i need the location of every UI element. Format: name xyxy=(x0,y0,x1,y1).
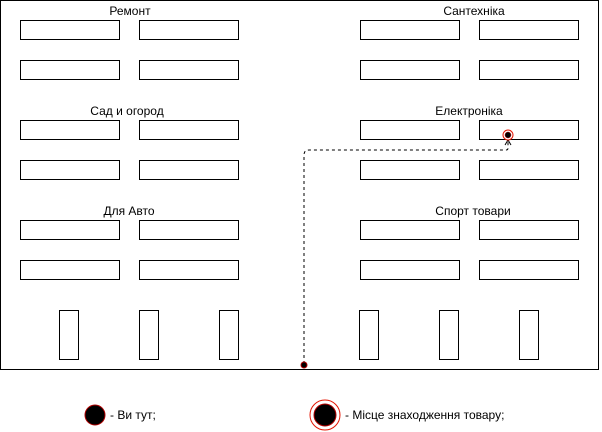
checkout-counters xyxy=(59,310,539,360)
section-label-remont: Ремонт xyxy=(109,4,151,18)
shelf xyxy=(20,60,120,80)
legend-you-are-here-icon xyxy=(84,404,106,426)
section-label-sad-ogorod: Сад и огород xyxy=(90,104,163,118)
shelf xyxy=(479,220,579,240)
section-label-dlya-avto: Для Авто xyxy=(103,204,154,218)
shelf xyxy=(20,120,120,140)
checkout-counter xyxy=(219,310,239,360)
legend: - Ви тут; - Місце знаходження товару; xyxy=(84,399,504,431)
shelf-group-dlya-avto xyxy=(20,220,239,280)
section-label-santekhnika: Сантехніка xyxy=(443,4,505,18)
shelf-group-sport-tovary xyxy=(360,220,579,280)
legend-product-location-text: - Місце знаходження товару; xyxy=(345,408,504,422)
shelf xyxy=(20,220,120,240)
shelf xyxy=(139,20,239,40)
shelf xyxy=(139,220,239,240)
shelf-group-santekhnika xyxy=(360,20,579,80)
shelf xyxy=(20,260,120,280)
legend-product-location-dot-icon xyxy=(313,403,337,427)
checkout-counter xyxy=(439,310,459,360)
product-location-dot-icon xyxy=(504,131,512,139)
checkout-counter xyxy=(359,310,379,360)
shelf xyxy=(360,260,460,280)
shelf xyxy=(360,120,460,140)
shelf xyxy=(20,20,120,40)
shelf xyxy=(139,160,239,180)
checkout-counter xyxy=(59,310,79,360)
shelf xyxy=(360,60,460,80)
shelf xyxy=(360,20,460,40)
shelf xyxy=(360,220,460,240)
section-label-sport-tovary: Спорт товари xyxy=(435,204,510,218)
section-label-elektronika: Електроніка xyxy=(435,104,503,118)
shelf xyxy=(139,260,239,280)
shelf xyxy=(139,120,239,140)
you-are-here-marker-icon xyxy=(300,361,308,369)
shelf-group-remont xyxy=(20,20,239,80)
shelf xyxy=(139,60,239,80)
shelf xyxy=(479,60,579,80)
shelf xyxy=(20,160,120,180)
shelf xyxy=(479,260,579,280)
checkout-counter xyxy=(519,310,539,360)
shelf xyxy=(479,120,579,140)
shelf-group-elektronika xyxy=(360,120,579,180)
legend-you-are-here-text: - Ви тут; xyxy=(110,408,156,422)
shelf xyxy=(479,20,579,40)
shelf xyxy=(360,160,460,180)
store-outline xyxy=(0,0,599,370)
checkout-counter xyxy=(139,310,159,360)
shelf xyxy=(479,160,579,180)
route-path xyxy=(303,142,509,364)
shelf-group-sad-ogorod xyxy=(20,120,239,180)
